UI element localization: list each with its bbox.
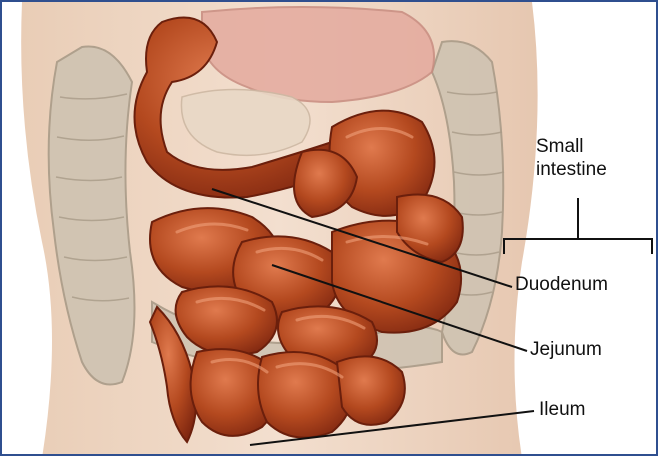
ileum-label: Ileum: [539, 399, 585, 421]
jejunum-label: Jejunum: [530, 339, 602, 361]
small-intestine-label: Small intestine: [536, 135, 646, 181]
duodenum-label: Duodenum: [515, 274, 608, 296]
